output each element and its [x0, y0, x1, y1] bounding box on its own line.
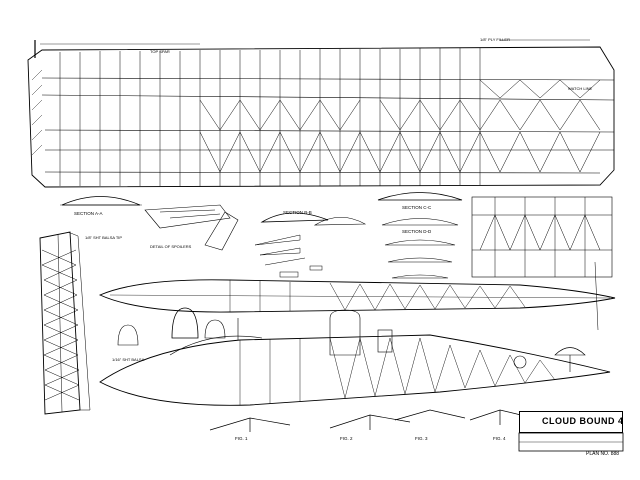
fin-plan: [39, 231, 91, 415]
section-a-a-drawing: [60, 196, 142, 206]
label-ply-filler: 1/8" PLY FILLER: [480, 37, 510, 42]
plan-number: PLAN NO. 888: [586, 451, 620, 457]
fig-2-label: FIG. 2: [340, 436, 353, 441]
section-spoiler-drawing: [144, 204, 239, 251]
fig-3-label: FIG. 3: [415, 436, 428, 441]
fuselage-side-view: [99, 334, 611, 406]
wing-tip-detail: [471, 196, 613, 278]
label-watch-line: WATCH LINE: [568, 86, 593, 91]
section-b-b-label: SECTION B-B: [283, 210, 312, 215]
section-a-a-label: SECTION A-A: [74, 211, 103, 216]
label-top-spar: TOP SPAR: [150, 49, 170, 54]
section-b-b-drawing: [260, 212, 367, 226]
section-c-c-label: SECTION C-C: [402, 205, 432, 210]
plan-title: CLOUD BOUND 4: [542, 416, 624, 426]
label-sht-balsa: 1/16" SHT BALSA: [112, 357, 145, 362]
label-spoiler-detail: DETAIL OF SPOILERS: [150, 244, 192, 249]
canopy-details: [117, 307, 586, 372]
fig-1-label: FIG. 1: [235, 436, 248, 441]
section-small-ribs: [254, 234, 323, 278]
fuselage-plan-view: [98, 261, 616, 331]
fig-4-label: FIG. 4: [493, 436, 506, 441]
label-tip-balsa: 1/8" SHT BALSA TIP: [85, 235, 123, 240]
title-block: CLOUD BOUND 4: [519, 411, 623, 433]
section-c-c-drawing: [377, 192, 463, 279]
wing-panel-plan: [27, 39, 615, 188]
fig-views: [209, 409, 526, 432]
section-d-d-label: SECTION D-D: [402, 229, 432, 234]
